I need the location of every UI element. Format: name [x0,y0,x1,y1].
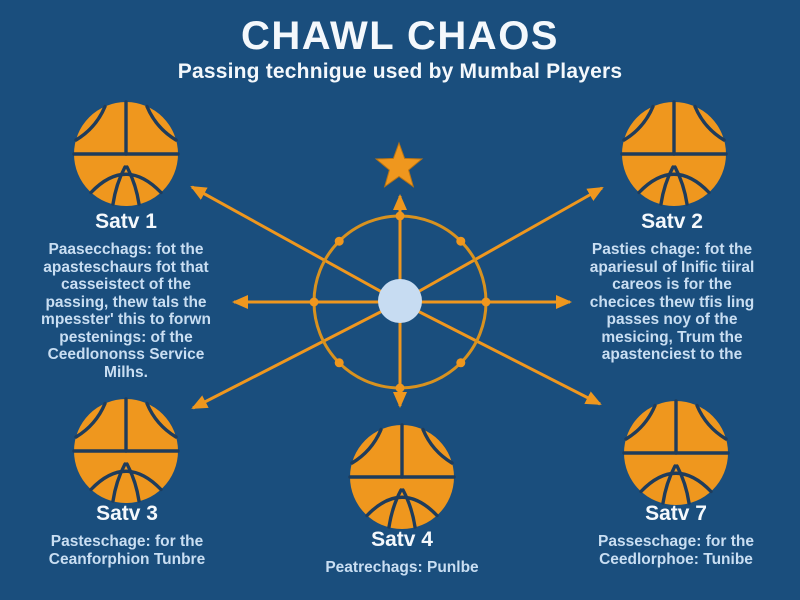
body-line: casseistect of the [60,276,192,293]
star-icon [374,141,424,188]
body-line: Pasties chage: fot the [591,241,753,258]
card-body: Passeschage: for the Ceedlorphoe: Tunibe [562,533,790,568]
body-line: passing, thew tals the [45,293,207,311]
body-line: pestenings: of the [59,328,193,346]
body-line: Pasteschage: for the [50,533,204,550]
basketball-top-right-icon [620,100,728,208]
body-line: mesicing, Trum the [601,328,743,346]
basketball-bottom-center-icon [348,423,456,531]
ring-node-icon [395,211,405,221]
arrow-down-left-icon [191,300,401,410]
basketball-bottom-right-icon [622,399,730,507]
card-satv-1: Satv 1 Paasecchags: fot the apasteschaur… [16,210,236,381]
page-title: CHAWL CHAOS [241,14,559,58]
card-heading: Satv 1 [95,210,157,233]
body-line: apastenciest to the [601,346,743,363]
card-heading: Satv 4 [371,528,433,551]
card-heading: Satv 2 [641,210,703,233]
body-line: Paasecchags: fot the [48,241,204,258]
ring-node-group [309,211,491,393]
card-body: Pasties chage: fot the apariesul of Inif… [558,241,786,364]
body-line: apasteschaurs fot that [43,258,209,276]
ring-node-icon [334,358,344,368]
card-satv-2: Satv 2 Pasties chage: fot the apariesul … [558,210,786,364]
body-line: Ceanforphion Tunbre [48,550,206,568]
card-satv-7: Satv 7 Passeschage: for the Ceedlorphoe:… [562,502,790,568]
card-heading: Satv 3 [96,502,158,525]
card-satv-4: Satv 4 Peatrechags: Punlbe [290,528,514,577]
body-line: mpesster' this to forwn [41,311,211,328]
arrow-down-right-icon [399,300,602,406]
body-line: Ceedlononss Service [47,346,205,363]
basketball-top-left-icon [72,100,180,208]
body-line: checices thew tfis ling [589,293,755,311]
ring-node-icon [334,236,344,246]
body-line: Milhs. [104,363,148,381]
body-line: Peatrechags: Punlbe [325,559,479,576]
basketball-bottom-left-icon [72,397,180,505]
body-line: apariesul of Inific tiiral [589,258,755,276]
center-node [378,279,422,323]
ring-node-icon [481,297,491,307]
arrow-up-right-icon [399,186,604,304]
ring-node-icon [395,383,405,393]
arrow-up-left-icon [190,185,401,304]
card-body: Peatrechags: Punlbe [290,559,514,577]
page-subtitle: Passing technigue used by Mumbal Players [177,60,623,83]
card-heading: Satv 7 [645,502,707,525]
body-line: passes noy of the [606,311,738,328]
body-line: Ceedlorphoe: Tunibe [599,550,753,568]
body-line: Passeschage: for the [598,533,754,550]
card-body: Paasecchags: fot the apasteschaurs fot t… [16,241,236,381]
ring-node-icon [456,358,466,368]
card-body: Pasteschage: for the Ceanforphion Tunbre [16,533,238,568]
ring-node-icon [309,297,319,307]
card-satv-3: Satv 3 Pasteschage: for the Ceanforphion… [16,502,238,568]
ring-node-icon [456,236,466,246]
body-line: careos is for the [612,276,732,293]
